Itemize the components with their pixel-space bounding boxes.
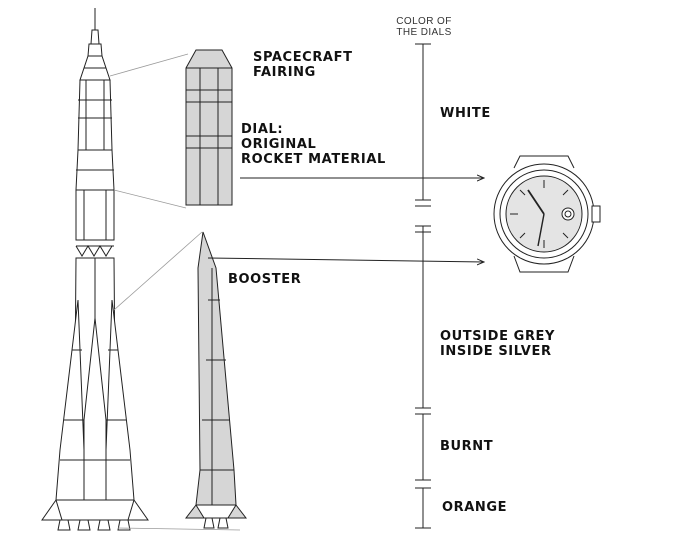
fairing-label: SPACECRAFT FAIRING <box>253 50 353 80</box>
segment-label-white: WHITE <box>440 106 491 121</box>
segment-label-burnt: BURNT <box>440 439 494 454</box>
arrows <box>207 178 484 262</box>
segment-label-grey-silver: OUTSIDE GREY INSIDE SILVER <box>440 329 556 359</box>
rocket-illustration <box>41 8 149 531</box>
fairing-illustration <box>185 49 233 206</box>
scale-header: COLOR OF THE DIALS <box>396 16 452 38</box>
color-scale <box>415 43 431 529</box>
guide-lines <box>109 53 241 531</box>
booster-illustration <box>184 231 248 529</box>
dial-label: DIAL: ORIGINAL ROCKET MATERIAL <box>241 122 386 167</box>
booster-label: BOOSTER <box>228 272 302 287</box>
segment-label-orange: ORANGE <box>442 500 508 515</box>
watch-icon <box>493 155 601 273</box>
